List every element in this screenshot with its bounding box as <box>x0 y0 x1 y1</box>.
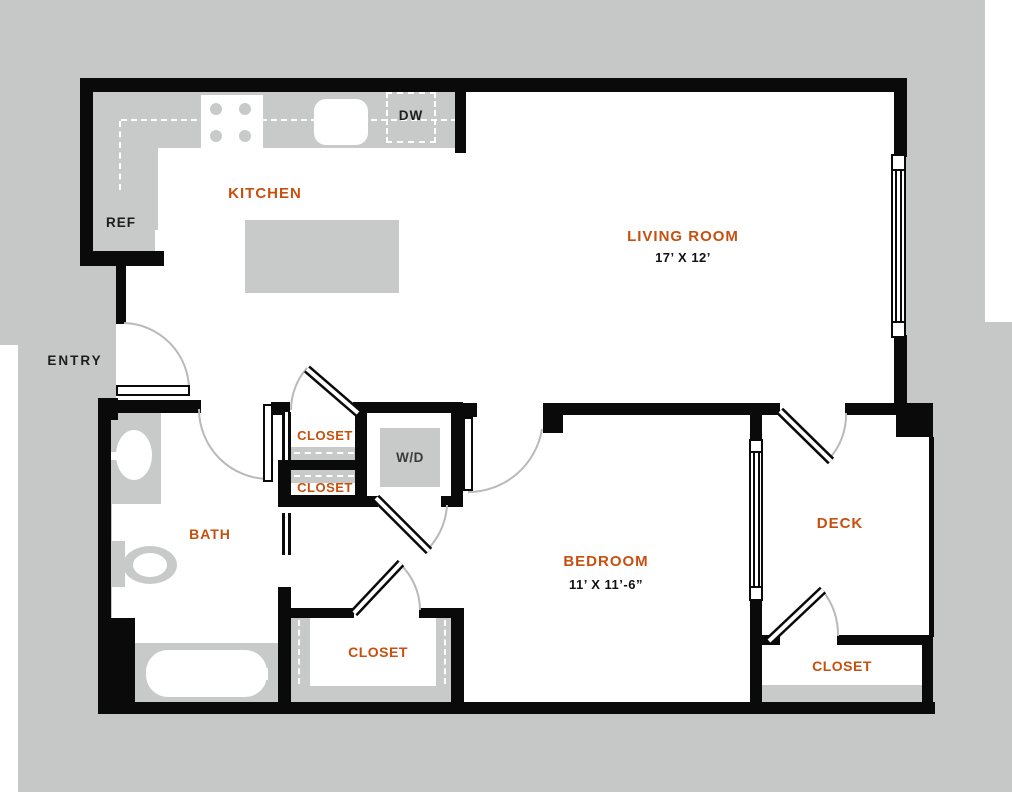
closet-label-hall-upper: CLOSET <box>297 428 353 443</box>
living-room-window-mullion <box>891 321 906 323</box>
wall-kitchen-stub <box>455 92 466 153</box>
room-label-kitchen: KITCHEN <box>228 185 302 202</box>
bedroom-dimensions: 11’ X 11’-6” <box>569 577 643 592</box>
wall-living-right-upper <box>894 78 907 157</box>
refrigerator-label: REF <box>106 215 136 230</box>
wall-bedroom-closet-top-left <box>288 608 354 618</box>
wall-bath-top <box>100 400 201 413</box>
stove <box>201 95 263 152</box>
closet-label-hall-lower: CLOSET <box>297 480 353 495</box>
closet-label-bedroom: CLOSET <box>348 644 408 660</box>
living-room-dimensions: 17’ X 12’ <box>655 250 711 265</box>
bath-door-leaf <box>263 404 273 482</box>
wall-deck-top <box>845 403 898 415</box>
bedroom-door-leaf <box>463 417 473 491</box>
wall-bottom <box>98 702 935 714</box>
stove-burner <box>210 130 222 142</box>
deck-closet-shelf <box>762 685 927 703</box>
washer-dryer-label: W/D <box>396 450 424 465</box>
room-label-deck: DECK <box>816 515 864 532</box>
living-room-window-pane <box>895 171 902 321</box>
wall-deck-closet-right <box>922 635 933 712</box>
wall-kitchen-jog <box>80 251 164 266</box>
wall-bedroom-closet-top-right <box>419 608 461 618</box>
wall-bedroom-door-jamb <box>462 403 477 417</box>
wall-living-right-lower <box>894 335 907 405</box>
counter-dashed-line <box>121 119 457 121</box>
wall-hall-seg <box>271 402 290 415</box>
wall-top <box>80 78 907 92</box>
bathtub-inner <box>146 650 267 697</box>
wall-bedroom-deck-lower <box>750 598 762 704</box>
stove-burner <box>239 130 251 142</box>
wall-wd-right <box>451 402 463 507</box>
wall-wd-left <box>355 402 367 507</box>
stove-burner <box>210 103 222 115</box>
bedroom-closet-shelf-left <box>290 617 310 702</box>
wall-bedroom-closet-left <box>278 587 291 704</box>
shelf-dash <box>298 620 300 684</box>
room-label-bedroom: BEDROOM <box>563 553 649 570</box>
toilet-bowl-inner <box>133 553 167 577</box>
wall-deck-corner-block <box>896 403 933 437</box>
kitchen-sink <box>314 99 368 145</box>
entry-label: ENTRY <box>47 353 103 368</box>
bathtub-drain <box>252 668 268 680</box>
wall-wd-top <box>355 402 463 413</box>
dishwasher-label: DW <box>398 108 424 123</box>
wall-deck-right-thin <box>929 437 934 637</box>
wall-closet-thin-lower <box>282 513 291 555</box>
wall-bedroom-deck-upper <box>750 403 762 443</box>
background-notch-right <box>985 0 1012 322</box>
kitchen-counter-left <box>86 91 158 191</box>
wall-entry <box>116 264 126 324</box>
bedroom-closet-shelf-bottom <box>290 686 456 702</box>
kitchen-island <box>245 220 399 293</box>
shelf-dash <box>294 475 354 477</box>
wall-bath-left <box>98 412 111 622</box>
refrigerator-handle <box>155 230 163 251</box>
vanity-faucet <box>110 452 124 460</box>
bedroom-deck-window-pane <box>753 453 760 586</box>
wall-bedroom-closet-right <box>451 608 464 704</box>
wall-deck-closet-top-stub <box>750 635 780 645</box>
room-label-bath: BATH <box>189 526 231 542</box>
wall-wd-bottom-right <box>441 496 463 507</box>
washer-dryer-unit <box>380 428 440 487</box>
refrigerator-box <box>88 190 158 257</box>
wall-left-upper <box>80 78 93 266</box>
room-label-living-room: LIVING ROOM <box>627 228 739 245</box>
wall-bedroom-top <box>543 403 780 415</box>
living-room-window-mullion <box>891 169 906 171</box>
stove-burner <box>239 103 251 115</box>
exterior-entry-patch <box>80 266 116 412</box>
dishwasher-box <box>386 92 436 143</box>
wall-closet-bottom <box>278 495 366 507</box>
wall-bedroom-step <box>543 415 563 433</box>
shelf-dash <box>294 452 354 454</box>
entry-door-leaf <box>116 385 190 396</box>
bedroom-deck-window-mullion <box>749 451 763 453</box>
wall-closet-divider <box>278 460 366 470</box>
wall-deck-closet-top <box>837 635 933 645</box>
bedroom-deck-window-mullion <box>749 586 763 588</box>
shelf-dash <box>444 620 446 684</box>
wall-closet-thin-upper <box>282 412 291 462</box>
background-notch-left <box>0 345 18 792</box>
counter-dashed-line-vert <box>119 121 121 190</box>
wall-wd-bottom-left <box>355 496 378 507</box>
closet-label-deck: CLOSET <box>812 658 872 674</box>
wall-bath-left-jog <box>98 618 135 708</box>
